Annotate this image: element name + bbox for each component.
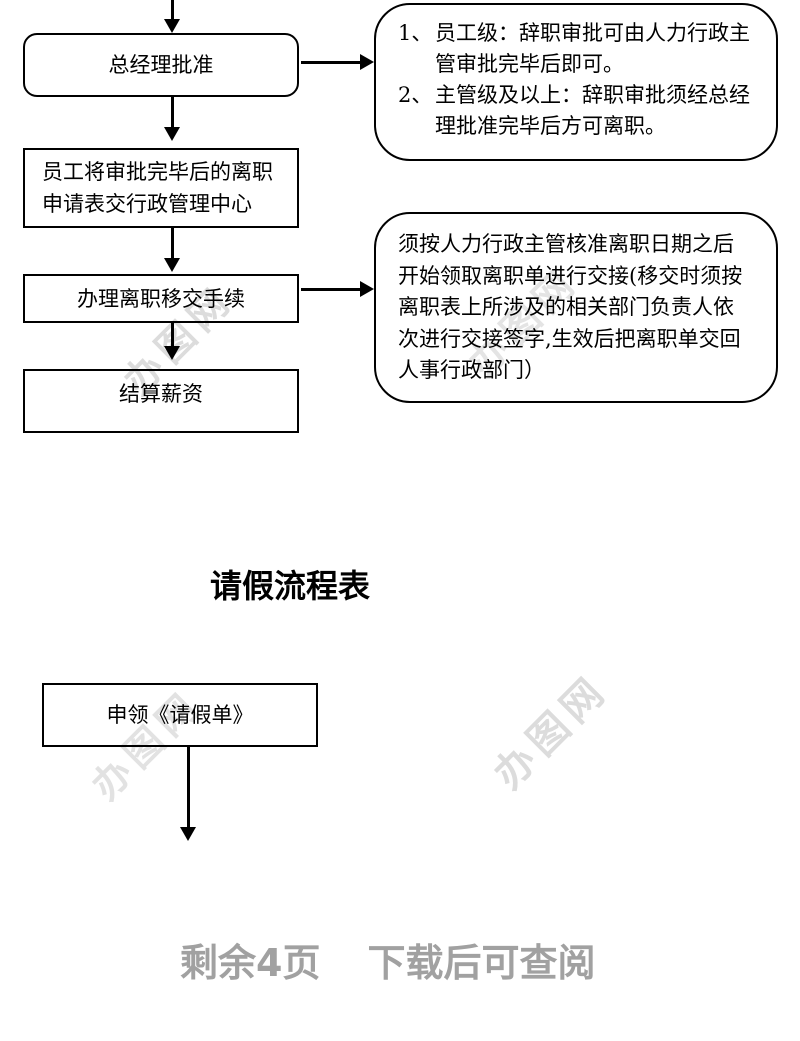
note-paragraph: 须按人力行政主管核准离职日期之后开始领取离职单进行交接(移交时须按离职表上所涉及… [398,232,743,382]
note-item-marker: 1、 [398,21,433,45]
flow-box-label: 办理离职移交手续 [77,286,245,311]
flow-box-handover: 办理离职移交手续 [23,274,299,323]
arrow-line [170,97,174,128]
arrow-down-icon [180,827,196,841]
section-title-leave-flow: 请假流程表 [209,567,370,605]
watermark: 办图网 [485,665,618,799]
flow-box-gm-approval: 总经理批准 [23,33,299,97]
arrow-line [186,747,190,828]
arrow-line [301,287,362,291]
arrow-line [170,228,174,259]
note-item-marker: 2、 [398,83,433,107]
note-item: 1、 员工级：辞职审批可由人力行政主管审批完毕后即可。 [398,18,776,80]
note-item-text: 员工级：辞职审批可由人力行政主管审批完毕后即可。 [435,21,750,76]
footer-preview-notice: 剩余4页 下载后可查阅 [180,939,595,987]
arrow-down-icon [164,346,180,360]
arrow-down-icon [164,127,180,141]
flow-box-apply-leave-form: 申领《请假单》 [42,683,318,747]
flow-box-submit-form: 员工将审批完毕后的离职 申请表交行政管理中心 [23,148,299,228]
arrow-line [170,0,174,21]
note-item: 2、 主管级及以上：辞职审批须经总经理批准完毕后方可离职。 [398,80,776,142]
arrow-down-icon [164,19,180,33]
callout-handover-note: 须按人力行政主管核准离职日期之后开始领取离职单进行交接(移交时须按离职表上所涉及… [374,212,778,403]
arrow-right-icon [360,54,374,70]
note-item-text: 主管级及以上：辞职审批须经总经理批准完毕后方可离职。 [435,83,750,138]
flow-box-label: 总经理批准 [108,53,214,77]
arrow-line [170,323,174,348]
arrow-down-icon [164,258,180,272]
flow-box-label: 结算薪资 [119,382,203,406]
footer-download-note: 下载后可查阅 [367,941,596,985]
arrow-right-icon [360,281,374,297]
flow-box-settle-salary: 结算薪资 [23,369,299,433]
callout-approval-levels-note: 1、 员工级：辞职审批可由人力行政主管审批完毕后即可。 2、 主管级及以上：辞职… [374,3,778,161]
flow-box-label: 员工将审批完毕后的离职 申请表交行政管理中心 [42,160,273,216]
footer-pages-remaining: 剩余4页 [180,941,321,985]
arrow-line [301,60,362,64]
flow-box-label: 申领《请假单》 [106,703,254,727]
